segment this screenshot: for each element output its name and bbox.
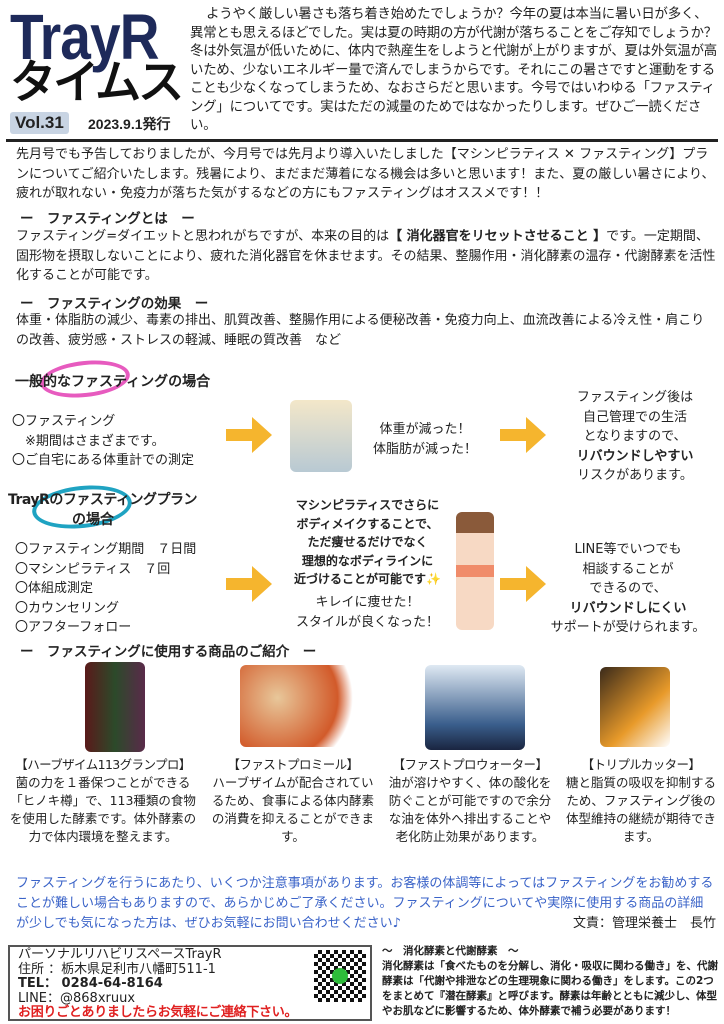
what-bold: 【 消化器官をリセットさせること 】 xyxy=(389,229,607,244)
list-item: 〇マシンピラティス ７回 xyxy=(15,561,171,577)
lead-text: 先月号でも予告しておりましたが、今月号では先月より導入いたしました【マシンピラテ… xyxy=(16,147,715,201)
sidebar-heading: ～ 消化酵素と代謝酵素 ～ xyxy=(382,945,519,957)
outcome-line: 相談することが xyxy=(582,561,674,577)
pitch-line: マシンピラティスでさらに xyxy=(295,498,440,512)
outcome-line: リスクがあります。 xyxy=(577,468,693,483)
plan-pitch: マシンピラティスでさらにボディメイクすることで、ただ痩せるだけでなく理想的なボデ… xyxy=(280,496,455,589)
pitch-line: ボディメイクすることで、 xyxy=(296,516,439,531)
product-item: 【ハーブザイム113グランプロ】菌の力を１番保つことができる「ヒノキ樽」で、11… xyxy=(8,756,198,846)
issue-date: 2023.9.1発行 xyxy=(88,116,171,132)
general-title: 一般的なファスティングの場合 xyxy=(15,374,211,390)
illustration-mirror-woman xyxy=(290,400,352,472)
masthead-subtitle: タイムス xyxy=(10,55,184,109)
outcome-line: LINE等でいつでも xyxy=(574,542,682,557)
what-post: です。一定期間、固形物を摂取しないことにより、疲れた消化器官を休ませます。その結… xyxy=(16,229,716,283)
product-image-water xyxy=(425,665,525,750)
list-item: 〇アフターフォロー xyxy=(15,620,132,635)
outcome-line: ファスティング後は xyxy=(576,390,694,405)
contact-line[interactable]: LINE：@868xruux xyxy=(18,990,136,1006)
contact-address: 住所 ：栃木県足利市八幡町511-1 xyxy=(18,961,216,977)
sidebar-text: 消化酵素は「食べたものを分解し、消化・吸収に関わる働き」を、代謝酵素は「代謝や排… xyxy=(382,960,718,1017)
what-pre: ファスティング=ダイエットと思われがちですが、本来の目的は xyxy=(16,229,390,244)
heading-products: ー ファスティングに使用する商品のご紹介 ー xyxy=(20,644,317,660)
plan-title: TrayRのファスティングプランの場合 xyxy=(8,490,198,530)
result-line: キレイに痩せた！ xyxy=(315,595,420,610)
plan-title-line: の場合 xyxy=(72,512,114,528)
notice-block: ファスティングを行うにあたり、いくつか注意事項があります。お客様の体調等によって… xyxy=(16,874,716,934)
pitch-line: 近づけることが可能です✨ xyxy=(294,572,441,586)
general-result: 体重が減った！ 体脂肪が減った！ xyxy=(365,420,485,459)
arrow-right-icon xyxy=(226,566,272,602)
result-line: 体脂肪が減った！ xyxy=(372,441,477,457)
arrow-right-icon xyxy=(226,417,272,453)
product-item: 【ファストプロウォーター】油が溶けやすく、体の酸化を防ぐことが可能ですので余分な… xyxy=(384,756,556,846)
list-item: ※期間はさまざまです。 xyxy=(12,433,165,449)
list-item: 〇体組成測定 xyxy=(15,581,94,596)
line-qr-code[interactable] xyxy=(314,950,366,1002)
product-item: 【トリプルカッター】糖と脂質の吸収を抑制するため、ファスティング後の体型維持の継… xyxy=(564,756,718,846)
plan-items: 〇ファスティング期間 ７日間 〇マシンピラティス ７回 〇体組成測定 〇カウンセ… xyxy=(15,540,196,638)
author: 文責：管理栄養士 長竹 xyxy=(572,916,716,931)
result-line: 体重が減った！ xyxy=(379,422,471,437)
product-desc: ハーブザイムが配合されているため、食事による体内酵素の消費を抑えることができます… xyxy=(211,775,375,844)
outcome-line: 自己管理での生活 xyxy=(582,409,687,425)
list-item: 〇ご自宅にある体重計での測定 xyxy=(12,453,195,468)
product-image-herbzyme xyxy=(85,662,145,752)
notice-text: ファスティングを行うにあたり、いくつか注意事項があります。お客様の体調等によって… xyxy=(16,876,714,931)
product-desc: 油が溶けやすく、体の酸化を防ぐことが可能ですので余分な油を体外へ排出することや老… xyxy=(388,775,552,844)
product-desc: 糖と脂質の吸収を抑制するため、ファスティング後の体型維持の継続が期待できます。 xyxy=(565,775,716,844)
product-name: 【ファストプロウォーター】 xyxy=(392,757,548,772)
product-image-meal xyxy=(240,665,365,747)
outcome-bold: リバウンドしやすい xyxy=(576,448,694,464)
outcome-line: サポートが受けられます。 xyxy=(550,620,706,635)
list-item: 〇カウンセリング xyxy=(15,600,120,616)
outcome-bold: リバウンドしにくい xyxy=(569,600,687,616)
product-item: 【ファストプロミール】ハーブザイムが配合されているため、食事による体内酵素の消費… xyxy=(210,756,376,846)
arrow-right-icon xyxy=(500,417,546,453)
volume-badge: Vol.31 xyxy=(10,112,69,134)
plan-outcome: LINE等でいつでも相談することができるので、 リバウンドしにくいサポートが受け… xyxy=(548,540,708,638)
contact-name: パーソナルリハビリスペースTrayR xyxy=(18,947,222,962)
product-image-triplecutter xyxy=(600,667,670,747)
heading-what: ー ファスティングとは ー xyxy=(20,211,195,227)
outcome-line: となりますので、 xyxy=(583,429,687,444)
general-items: 〇ファスティング ※期間はさまざまです。 〇ご自宅にある体重計での測定 xyxy=(12,412,194,471)
what-text: ファスティング=ダイエットと思われがちですが、本来の目的は【 消化器官をリセット… xyxy=(16,227,716,286)
arrow-right-icon xyxy=(500,566,546,602)
product-name: 【ファストプロミール】 xyxy=(227,757,360,772)
illustration-slim-woman xyxy=(456,512,494,630)
plan-result: キレイに痩せた！ スタイルが良くなった！ xyxy=(285,593,450,632)
plan-title-line: TrayRのファスティングプラン xyxy=(8,492,198,508)
result-line: スタイルが良くなった！ xyxy=(295,614,439,630)
heading-effects: ー ファスティングの効果 ー xyxy=(20,296,209,312)
product-name: 【トリプルカッター】 xyxy=(581,757,701,772)
product-name: 【ハーブザイム113グランプロ】 xyxy=(15,757,191,772)
list-item: 〇ファスティング xyxy=(12,414,116,429)
general-outcome: ファスティング後は自己管理での生活となりますので、 リバウンドしやすいリスクがあ… xyxy=(560,388,710,486)
list-item: 〇ファスティング期間 ７日間 xyxy=(15,542,197,557)
pitch-line: 理想的なボディラインに xyxy=(301,553,434,568)
divider xyxy=(6,139,718,142)
masthead-title: TrayR xyxy=(10,1,160,73)
outcome-line: できるので、 xyxy=(589,581,667,596)
contact-tel[interactable]: TEL： 0284-64-8164 xyxy=(18,976,163,991)
pitch-line: ただ痩せるだけでなく xyxy=(307,535,428,549)
line-icon xyxy=(332,968,348,984)
product-desc: 菌の力を１番保つことができる「ヒノキ樽」で、113種類の食物を使用した酵素です。… xyxy=(9,775,197,844)
contact-box: パーソナルリハビリスペースTrayR 住所 ：栃木県足利市八幡町511-1 TE… xyxy=(8,945,372,1021)
effects-text: 体重・体脂肪の減少、毒素の排出、肌質改善、整腸作用による便秘改善・免疫力向上、血… xyxy=(16,313,705,348)
contact-cta: お困りごとありましたらお気軽にご連絡下さい。 xyxy=(18,1005,298,1020)
intro-text: ようやく厳しい暑さも落ち着き始めたでしょうか？今年の夏は本当に暑い日が多く、異常… xyxy=(190,7,717,133)
enzyme-sidebar: ～ 消化酵素と代謝酵素 ～ 消化酵素は「食べたものを分解し、消化・吸収に関わる働… xyxy=(382,944,718,1019)
